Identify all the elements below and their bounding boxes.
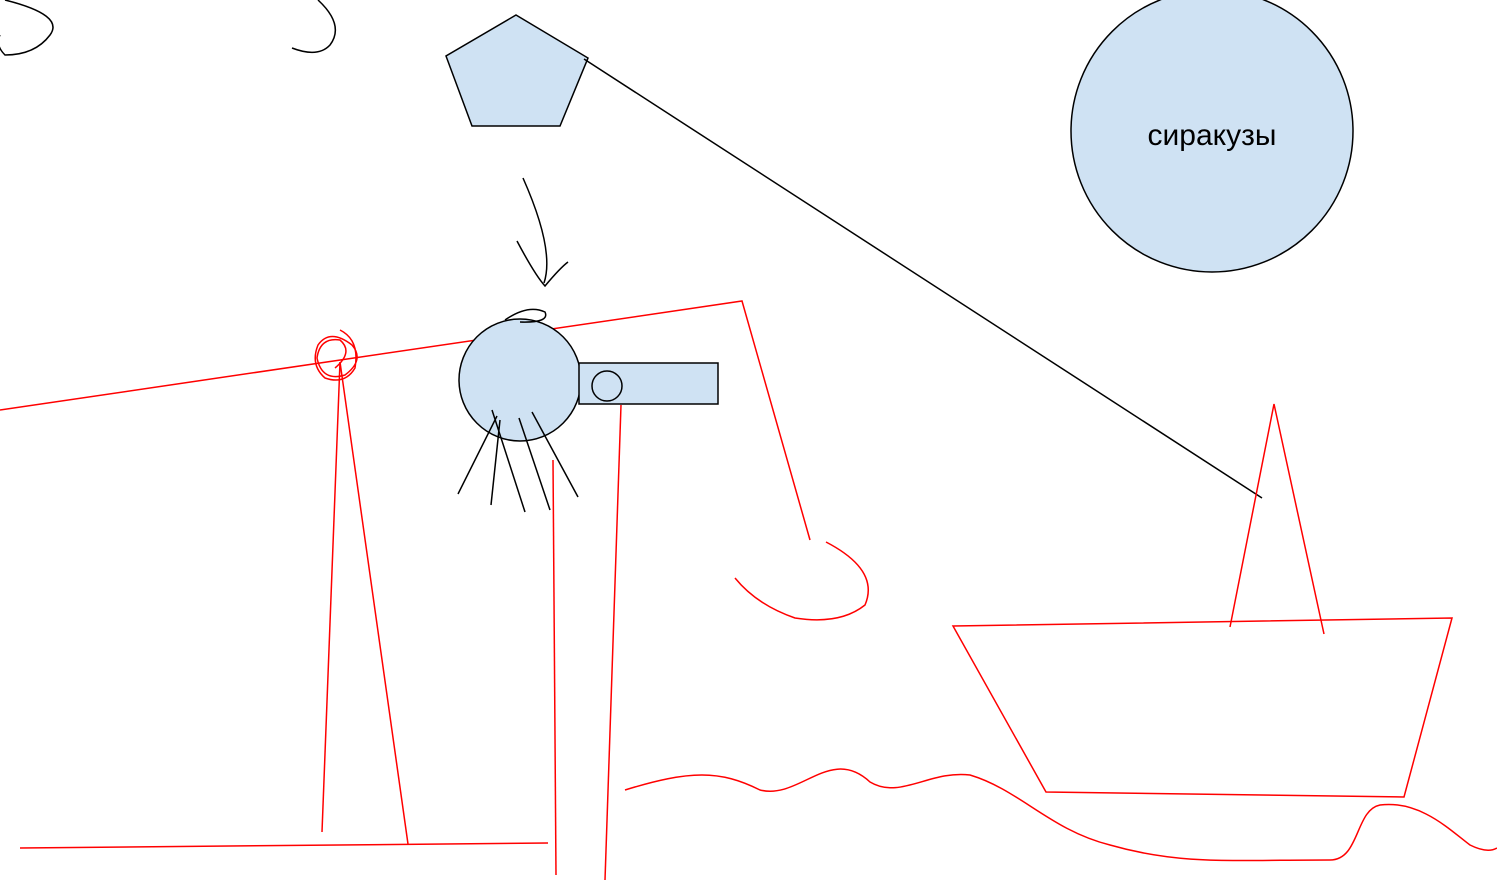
city-circle[interactable]: [1070, 0, 1354, 273]
red-post-right: [604, 404, 622, 881]
diagonal-line: [583, 58, 1263, 499]
pentagon-shape[interactable]: [445, 14, 589, 127]
red-boat-hull: [951, 617, 1453, 798]
telescope-lens: [591, 370, 623, 402]
red-leg-right: [339, 361, 409, 845]
red-post-left: [552, 459, 557, 876]
arrow-shaft: [522, 177, 548, 284]
hair-curl: [504, 308, 547, 323]
red-wave: [624, 768, 1497, 862]
red-hook: [734, 541, 869, 621]
red-knot: [314, 329, 358, 381]
red-boat-sail: [1229, 403, 1325, 635]
red-leg-left: [321, 361, 341, 833]
red-ground-line: [19, 842, 549, 849]
red-lever-line: [0, 300, 811, 541]
scribble-top-center: [291, 0, 337, 54]
arrow-head: [516, 240, 569, 288]
beard-lines: [457, 409, 579, 513]
scribble-top-left: [0, 0, 54, 56]
